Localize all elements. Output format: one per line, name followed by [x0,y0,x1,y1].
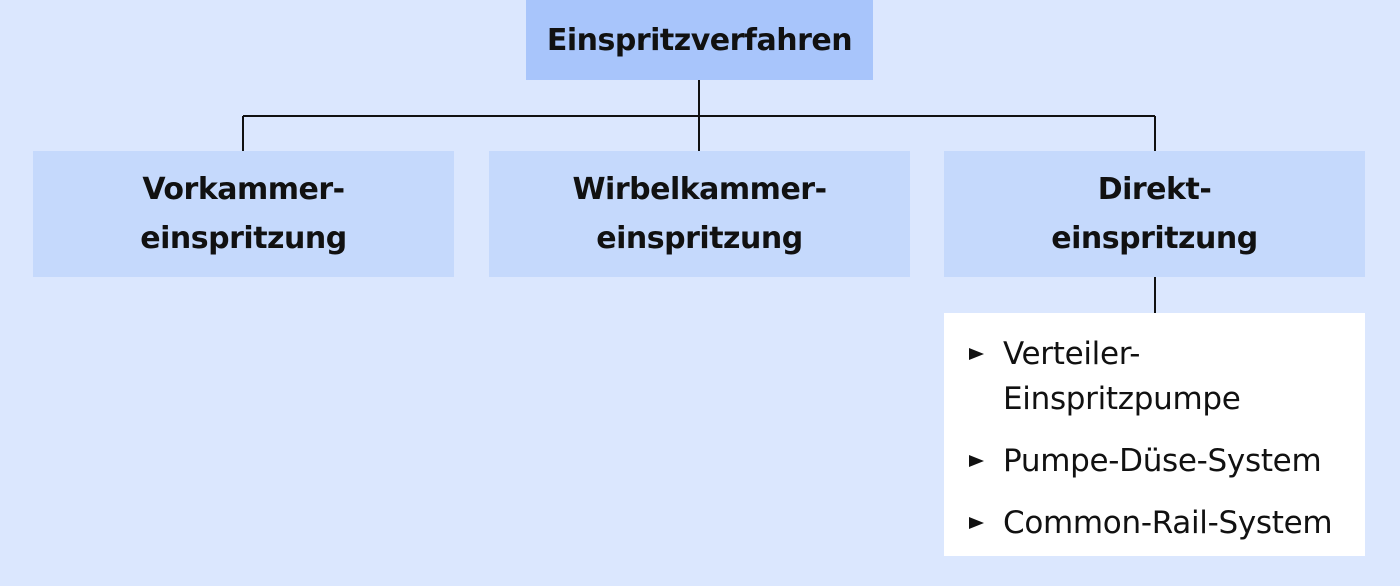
child-node-wirbelkammer: Wirbelkammer- einspritzung [489,151,910,277]
child-node-vorkammer-line-1: Vorkammer- [142,172,345,207]
child-node-direkt-line-1: Direkt- [1097,172,1212,207]
root-node-label: Einspritzverfahren [546,22,853,58]
child-node-wirbelkammer-text: Wirbelkammer- einspritzung [572,165,827,263]
detail-list-item-pumpe-duese: Pumpe-Düse-System [944,439,1365,484]
child-node-direkt-text: Direkt- einspritzung [1051,165,1258,263]
detail-list-item-verteiler-line-1: Verteiler- [1003,336,1141,372]
direkt-detail-list: Verteiler- Einspritzpumpe Pumpe-Düse-Sys… [944,332,1365,546]
detail-list-item-common-rail-line-1: Common-Rail-System [1003,505,1333,541]
detail-list-item-pumpe-duese-line-1: Pumpe-Düse-System [1003,443,1322,479]
triangle-right-icon [969,455,984,467]
detail-list-item-verteiler-line-2: Einspritzpumpe [1003,381,1241,417]
detail-list-item-verteiler: Verteiler- Einspritzpumpe [944,332,1365,422]
detail-list-item-common-rail: Common-Rail-System [944,501,1365,546]
child-node-wirbelkammer-line-1: Wirbelkammer- [572,172,827,207]
child-node-direkt: Direkt- einspritzung [944,151,1365,277]
direkt-detail-box: Verteiler- Einspritzpumpe Pumpe-Düse-Sys… [944,313,1365,556]
root-node: Einspritzverfahren [526,0,873,80]
child-node-vorkammer: Vorkammer- einspritzung [33,151,454,277]
child-node-direkt-line-2: einspritzung [1051,221,1258,256]
triangle-right-icon [969,517,984,529]
child-node-vorkammer-line-2: einspritzung [140,221,347,256]
child-node-wirbelkammer-line-2: einspritzung [596,221,803,256]
child-node-vorkammer-text: Vorkammer- einspritzung [140,165,347,263]
triangle-right-icon [969,348,984,360]
